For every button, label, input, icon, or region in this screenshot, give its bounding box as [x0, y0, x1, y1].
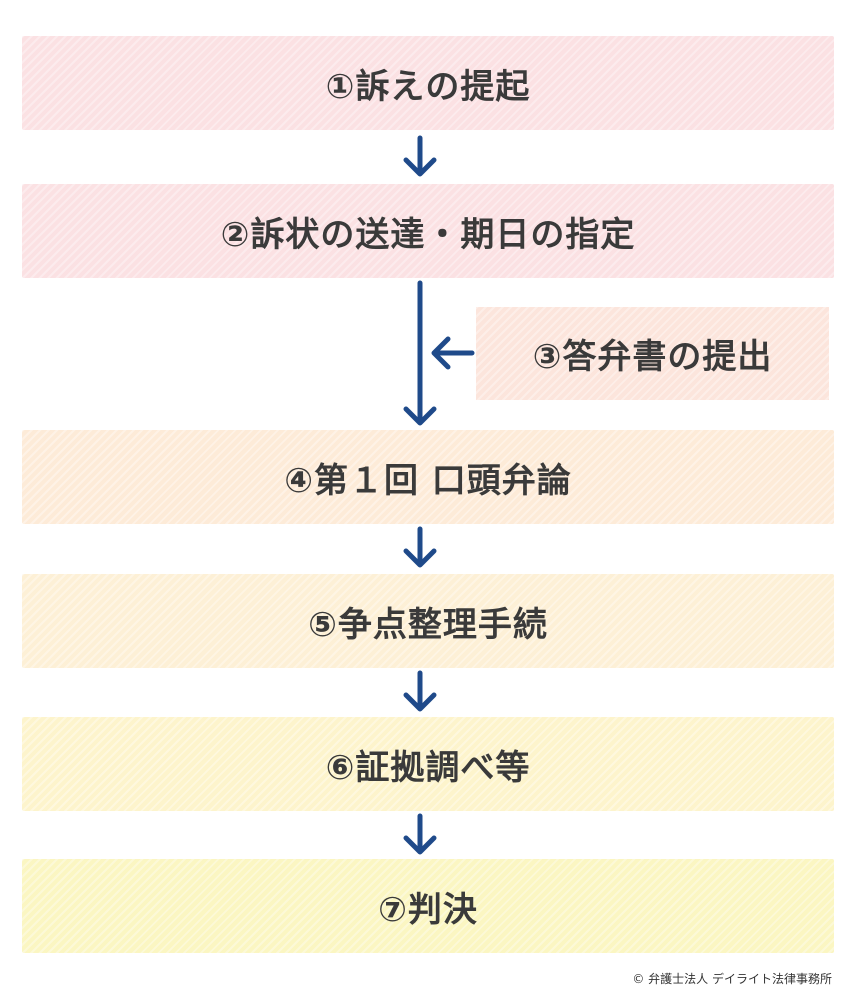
step-2-label: ②訴状の送達・期日の指定: [220, 214, 636, 255]
arrow-down-icon: [403, 813, 437, 855]
flow-step-2: ②訴状の送達・期日の指定: [22, 184, 834, 278]
flow-step-3-side: ③答弁書の提出: [476, 307, 829, 400]
step-5-label: ⑤争点整理手続: [308, 604, 548, 645]
step-3-label: ③答弁書の提出: [532, 337, 773, 377]
step-4-label: ④第１回 口頭弁論: [284, 460, 572, 501]
flow-step-7: ⑦判決: [22, 859, 834, 953]
flow-step-1: ①訴えの提起: [22, 36, 834, 130]
step-7-label: ⑦判決: [378, 889, 478, 930]
arrow-down-icon: [403, 670, 437, 712]
step-1-label: ①訴えの提起: [325, 66, 531, 107]
arrow-left-icon: [431, 336, 475, 370]
flow-step-4: ④第１回 口頭弁論: [22, 430, 834, 524]
flow-step-6: ⑥証拠調べ等: [22, 717, 834, 811]
step-6-label: ⑥証拠調べ等: [325, 747, 531, 788]
flow-step-5: ⑤争点整理手続: [22, 574, 834, 668]
arrow-down-icon: [403, 526, 437, 568]
arrow-down-icon: [403, 280, 437, 426]
copyright-text: © 弁護士法人 デイライト法律事務所: [632, 972, 832, 986]
arrow-down-icon: [403, 135, 437, 177]
